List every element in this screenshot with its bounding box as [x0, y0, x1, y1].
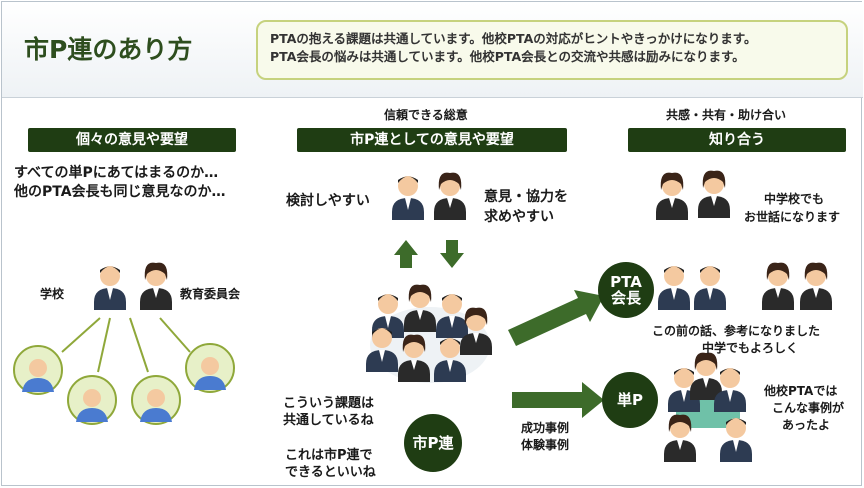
- arrow-down-icon: [440, 240, 464, 268]
- arrow-label-1: 成功事例: [521, 421, 570, 435]
- talk-3c: あったよ: [782, 418, 831, 432]
- label-school: 学校: [40, 287, 65, 301]
- label-board: 教育委員会: [180, 287, 241, 301]
- talk-1b: お世話になります: [744, 210, 841, 224]
- note-1b: 共通しているね: [283, 413, 374, 428]
- left-header: 個々の意見や要望: [28, 128, 236, 152]
- parent-bubble-icon: [13, 345, 63, 395]
- talk-3b: こんな事例が: [772, 401, 845, 415]
- center-caption: 信頼できる総意: [384, 108, 468, 122]
- note-2b: できるといいね: [285, 465, 376, 480]
- school-staff-icon: [94, 266, 126, 310]
- talk-3a: 他校PTAでは: [764, 384, 838, 398]
- page-title: 市P連のあり方: [24, 35, 193, 64]
- official-male-icon: [392, 176, 424, 220]
- talking-pair-icon: [658, 266, 726, 310]
- link-line: [129, 317, 149, 373]
- tanp-circle: 単P: [602, 372, 658, 428]
- pta-circle-line-1: PTA: [610, 272, 642, 291]
- left-line-1: すべての単Pにあてはまるのか…: [14, 165, 219, 181]
- link-line: [97, 317, 111, 373]
- shipren-circle: 市P連: [404, 414, 462, 472]
- link-line: [61, 317, 101, 353]
- info-box: PTAの抱える課題は共通しています。他校PTAの対応がヒントやきっかけになります…: [256, 20, 848, 80]
- arrow-to-tanp-icon: [512, 382, 604, 418]
- meeting-group-icon: [366, 284, 492, 383]
- link-line: [159, 317, 191, 353]
- parent-bubble-icon: [185, 343, 235, 393]
- talk-2b: 中学でもよろしく: [702, 341, 799, 355]
- note-1a: こういう課題は: [283, 396, 375, 411]
- parent-bubble-icon: [67, 375, 117, 425]
- right-caption: 共感・共有・助け合い: [666, 108, 787, 122]
- talk-1a: 中学校でも: [764, 192, 825, 206]
- tanp-circle-label: 単P: [617, 390, 643, 409]
- right-header: 知り合う: [628, 128, 846, 152]
- info-line-1: PTAの抱える課題は共通しています。他校PTAの対応がヒントやきっかけになります…: [270, 31, 757, 46]
- talking-pair-icon: [762, 262, 832, 310]
- table-group-icon: [664, 352, 752, 462]
- center-right-text-2: 求めやすい: [484, 209, 554, 225]
- greeting-pair-icon: [656, 170, 730, 220]
- left-line-2: 他のPTA会長も同じ意見なのか…: [14, 184, 226, 200]
- pta-circle-line-2: 会長: [610, 289, 641, 307]
- center-right-text-1: 意見・協力を: [484, 189, 568, 205]
- talk-2a: この前の話、参考になりました: [652, 324, 821, 338]
- pta-president-circle: PTA 会長: [598, 262, 654, 318]
- note-2a: これは市P連で: [285, 448, 373, 463]
- center-left-text: 検討しやすい: [286, 193, 370, 209]
- arrow-to-pta-icon: [508, 290, 604, 346]
- board-staff-icon: [140, 262, 172, 310]
- arrow-up-icon: [394, 240, 418, 268]
- info-line-2: PTA会長の悩みは共通しています。他校PTA会長との交流や共感は励みになります。: [270, 49, 745, 64]
- arrow-label-2: 体験事例: [521, 438, 570, 452]
- shipren-circle-label: 市P連: [412, 433, 454, 452]
- center-header: 市P連としての意見や要望: [297, 128, 567, 152]
- official-female-icon: [434, 172, 466, 220]
- parent-bubble-icon: [131, 375, 181, 425]
